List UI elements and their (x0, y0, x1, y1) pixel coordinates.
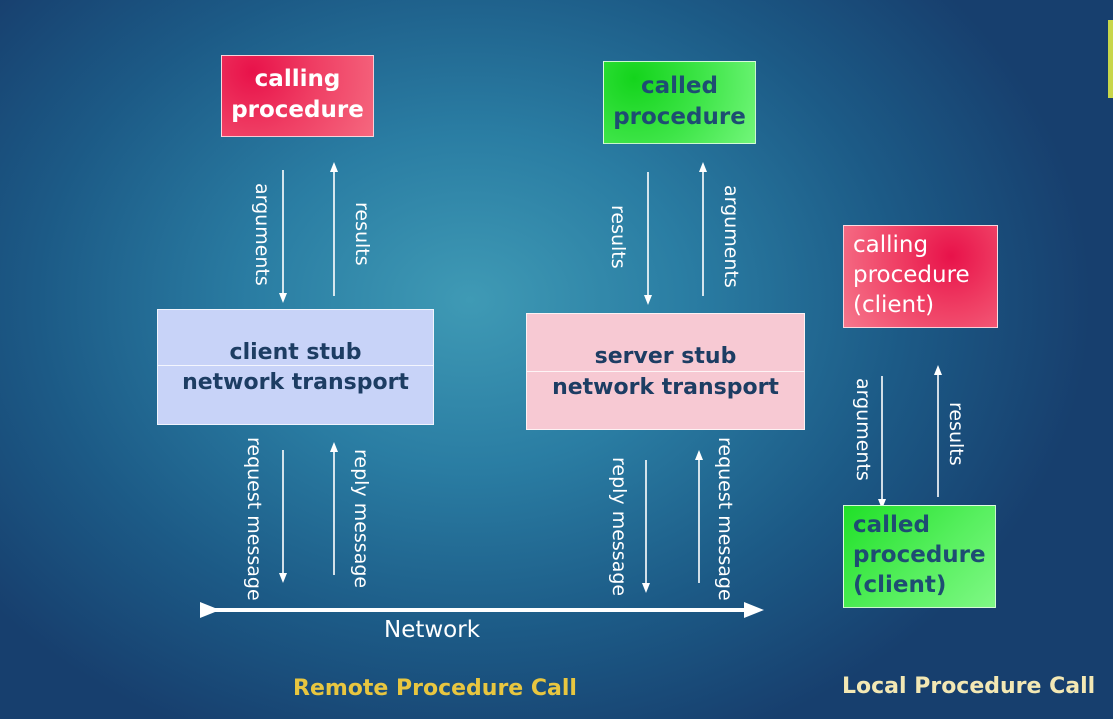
client-stub-box: client stub network transport (157, 309, 434, 425)
rpc-called-line1: called (641, 73, 718, 99)
rpc-called-procedure-box: called procedure (603, 61, 756, 144)
client-transport-label: network transport (182, 370, 409, 395)
server-stub-label: server stub (594, 344, 737, 369)
rpc-calling-line1: calling (254, 66, 341, 92)
rpc-caption: Remote Procedure Call (293, 676, 577, 701)
label-local-results: results (945, 402, 967, 466)
label-local-arguments: arguments (852, 378, 874, 481)
local-called-line2: procedure (853, 542, 986, 568)
label-request-right: request message (714, 437, 736, 601)
rpc-called-line2: procedure (613, 104, 746, 130)
server-stub-divider (527, 371, 804, 372)
label-left-arguments: arguments (251, 183, 273, 286)
local-called-procedure-box: called procedure (client) (843, 505, 996, 608)
local-caption: Local Procedure Call (842, 674, 1096, 699)
label-reply-right: reply message (608, 457, 630, 597)
server-transport-label: network transport (552, 375, 779, 400)
local-calling-procedure-box: calling procedure (client) (843, 225, 998, 328)
client-stub-divider (158, 365, 433, 366)
local-calling-line1: calling (853, 232, 929, 258)
label-request-left: request message (243, 437, 265, 601)
server-stub-box: server stub network transport (526, 313, 805, 430)
local-called-line1: called (853, 512, 930, 538)
label-right-results: results (607, 205, 629, 269)
local-called-line3: (client) (853, 572, 947, 598)
label-reply-left: reply message (350, 449, 372, 589)
local-calling-line3: (client) (853, 292, 935, 318)
local-calling-line2: procedure (853, 262, 970, 288)
label-right-arguments: arguments (720, 185, 742, 288)
client-stub-label: client stub (229, 340, 362, 365)
rpc-calling-procedure-box: calling procedure (221, 55, 374, 137)
label-left-results: results (351, 202, 373, 266)
accent-bar (1108, 20, 1113, 98)
network-label: Network (384, 617, 481, 643)
rpc-calling-line2: procedure (231, 97, 364, 123)
